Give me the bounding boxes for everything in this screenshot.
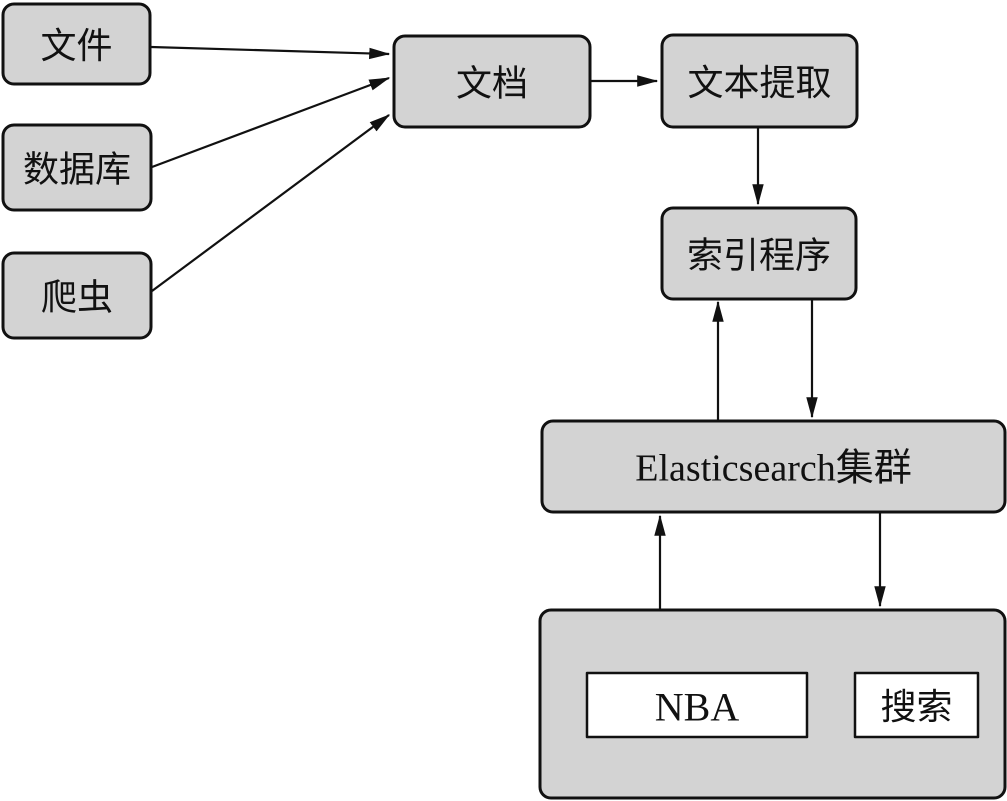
edge-layer bbox=[150, 45, 886, 609]
node-label-text-extraction: 文本提取 bbox=[687, 63, 831, 103]
node-document: 文档 bbox=[392, 34, 592, 129]
node-label-elasticsearch-cluster: Elasticsearch集群 bbox=[635, 448, 911, 490]
node-label-database: 数据库 bbox=[23, 150, 131, 190]
node-text-extraction: 文本提取 bbox=[660, 33, 859, 129]
node-box-elasticsearch-cluster bbox=[540, 419, 1007, 514]
node-box-document bbox=[392, 34, 592, 129]
node-label-crawler: 爬虫 bbox=[41, 278, 113, 318]
node-box-crawler bbox=[1, 251, 153, 340]
edge-crawler-to-document bbox=[151, 114, 391, 292]
node-box-nba bbox=[585, 671, 809, 739]
node-elasticsearch-cluster: Elasticsearch集群 bbox=[540, 419, 1007, 514]
node-label-search: 搜索 bbox=[880, 687, 952, 727]
edge-database-to-document bbox=[151, 76, 391, 169]
node-label-document: 文档 bbox=[456, 64, 528, 104]
node-nba: NBA bbox=[585, 671, 809, 739]
edge-file-to-document bbox=[150, 45, 391, 60]
node-index-program: 索引程序 bbox=[660, 206, 858, 301]
node-crawler: 爬虫 bbox=[1, 251, 153, 340]
node-label-file: 文件 bbox=[40, 26, 112, 66]
node-label-index-program: 索引程序 bbox=[687, 236, 831, 276]
node-box-text-extraction bbox=[660, 33, 859, 129]
node-label-nba: NBA bbox=[655, 685, 740, 730]
node-file: 文件 bbox=[1, 2, 152, 86]
node-search: 搜索 bbox=[853, 671, 980, 739]
node-box-index-program bbox=[660, 206, 858, 301]
node-box-search bbox=[853, 671, 980, 739]
node-box-database bbox=[1, 123, 153, 212]
node-database: 数据库 bbox=[1, 123, 153, 212]
node-box-file bbox=[1, 2, 152, 86]
